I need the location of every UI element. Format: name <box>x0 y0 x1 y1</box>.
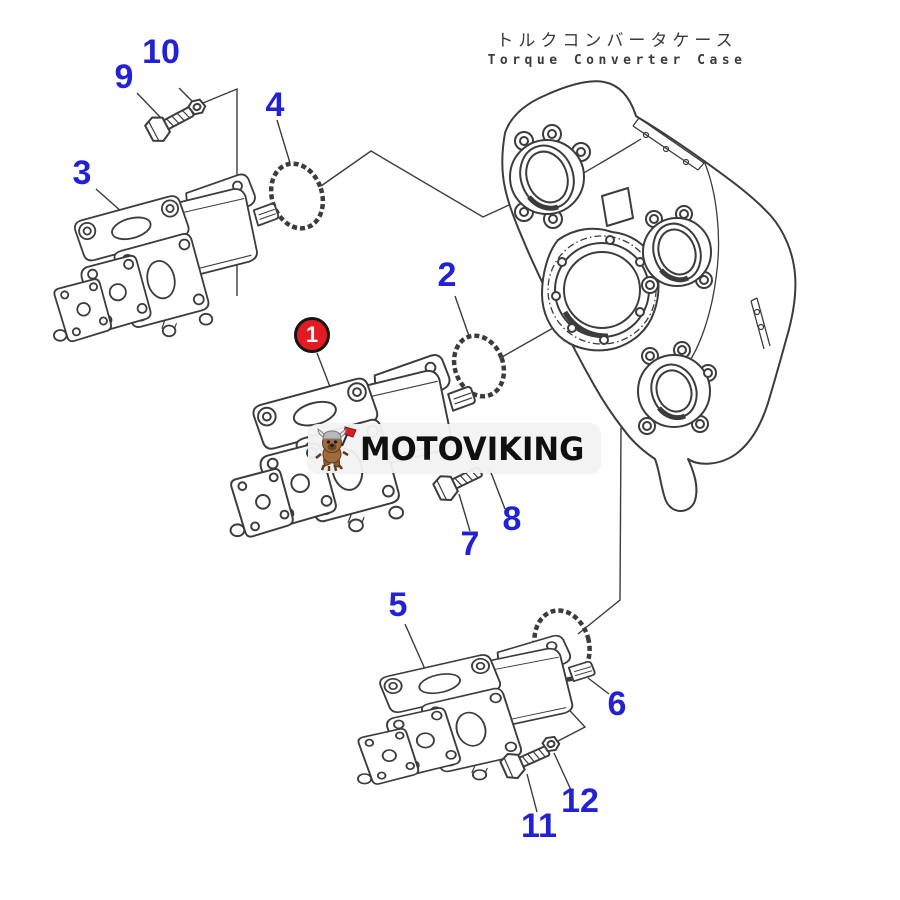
callout-1-badge: 1 <box>294 317 330 353</box>
callout-2: 2 <box>437 256 457 294</box>
case-port-right <box>641 205 713 294</box>
watermark-logo: MOTOVIKING <box>308 424 600 473</box>
header-title-english: Torque Converter Case <box>487 53 747 68</box>
case-port-bottom <box>637 341 717 435</box>
leader-lines <box>95 87 664 813</box>
callout-4: 4 <box>265 86 285 124</box>
pump-3-drawing <box>53 173 280 343</box>
case-nameplate <box>601 187 634 227</box>
case-port-upper-left <box>509 124 591 229</box>
pump-5-drawing <box>357 634 596 785</box>
callout-5: 5 <box>388 586 408 624</box>
callout-7: 7 <box>460 525 480 563</box>
viking-mascot-icon <box>308 424 360 473</box>
callout-6: 6 <box>607 685 627 723</box>
case-central-bore <box>541 227 660 352</box>
callout-10: 10 <box>142 33 180 71</box>
header-title-japanese: トルクコンバータケース <box>496 31 738 51</box>
torque-converter-case-drawing <box>501 80 797 512</box>
o-ring-2-drawing <box>451 333 507 399</box>
callout-9: 9 <box>114 58 134 96</box>
brand-name: MOTOVIKING <box>360 429 585 468</box>
callout-8: 8 <box>502 500 522 538</box>
o-ring-4-drawing <box>268 161 326 231</box>
callout-3: 3 <box>72 154 92 192</box>
callout-12: 12 <box>561 782 599 820</box>
callout-11: 11 <box>521 807 557 845</box>
